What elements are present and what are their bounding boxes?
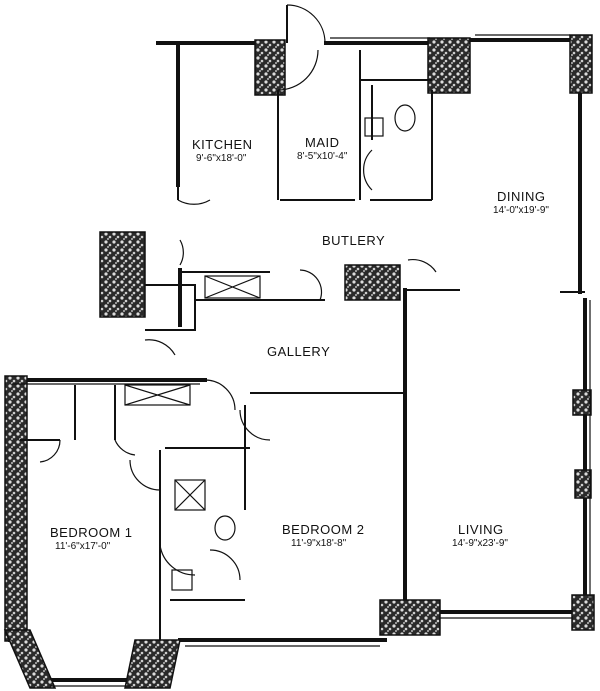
bedroom1-label: BEDROOM 1 <box>50 525 133 540</box>
outer-walls <box>8 38 587 682</box>
butlery-label: BUTLERY <box>322 233 386 248</box>
windows <box>12 34 591 687</box>
dining-label: DINING <box>497 189 546 204</box>
kitchen-dims: 9'-6"x18'-0" <box>196 153 247 164</box>
masonry-blocks <box>3 34 595 689</box>
living-label: LIVING <box>458 522 504 537</box>
bedroom2-dims: 11'-9"x18'-8" <box>291 538 347 549</box>
gallery-label: GALLERY <box>267 344 331 359</box>
bedroom1-dims: 11'-6"x17'-0" <box>55 541 111 552</box>
living-dims: 14'-9"x23'-9" <box>452 538 508 549</box>
maid-dims: 8'-5"x10'-4" <box>297 151 348 162</box>
maid-label: MAID <box>305 135 340 150</box>
dining-dims: 14'-0"x19'-9" <box>493 205 549 216</box>
kitchen-label: KITCHEN <box>192 137 253 152</box>
door-swings <box>39 4 437 581</box>
bedroom2-label: BEDROOM 2 <box>282 522 365 537</box>
